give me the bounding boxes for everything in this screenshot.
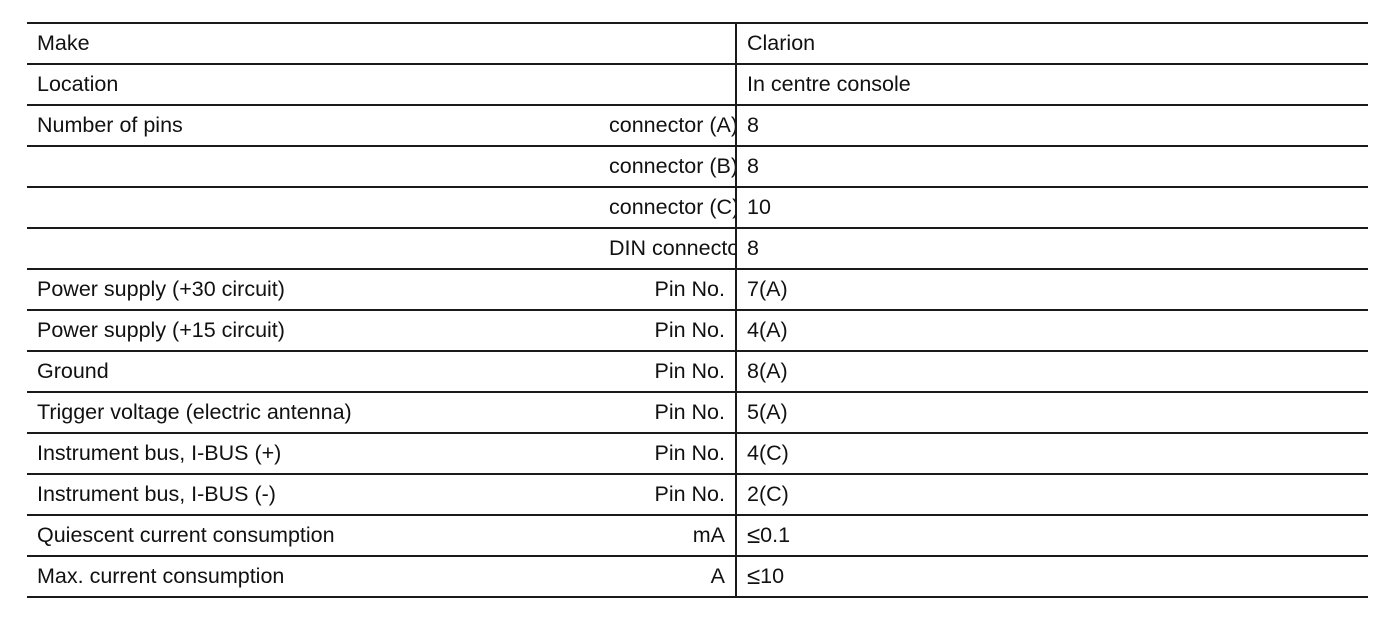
- row-unit: connector (C): [609, 187, 737, 229]
- row-value: 2(C): [736, 474, 1368, 516]
- row-label: [27, 187, 609, 229]
- row-label: Make: [27, 22, 609, 65]
- row-label: Instrument bus, I-BUS (-): [27, 474, 609, 516]
- row-value: 8: [736, 146, 1368, 188]
- row-unit: A: [609, 556, 737, 598]
- row-label: Instrument bus, I-BUS (+): [27, 433, 609, 475]
- row-label: Quiescent current consumption: [27, 515, 609, 557]
- row-label: Number of pins: [27, 105, 609, 147]
- table-row: Make Clarion: [27, 22, 1368, 65]
- table-row: Instrument bus, I-BUS (-) Pin No. 2(C): [27, 474, 1368, 516]
- row-value: 8(A): [736, 351, 1368, 393]
- row-label: Location: [27, 64, 609, 106]
- row-value: 4(A): [736, 310, 1368, 352]
- row-unit: [609, 64, 737, 106]
- row-unit: Pin No.: [609, 351, 737, 393]
- row-unit: Pin No.: [609, 269, 737, 311]
- row-value: 8: [736, 228, 1368, 270]
- row-value: Clarion: [736, 22, 1368, 65]
- table-row: Power supply (+15 circuit) Pin No. 4(A): [27, 310, 1368, 352]
- less-or-equal-symbol: ≤: [747, 562, 761, 590]
- row-unit: DIN connector: [609, 228, 737, 270]
- row-unit: connector (B): [609, 146, 737, 188]
- table-row: DIN connector 8: [27, 228, 1368, 270]
- less-or-equal-symbol: ≤: [747, 521, 761, 549]
- row-value: In centre console: [736, 64, 1368, 106]
- row-value: 4(C): [736, 433, 1368, 475]
- spec-table: Make Clarion Location In centre console …: [27, 22, 1368, 598]
- row-unit: connector (A): [609, 105, 737, 147]
- row-label: Max. current consumption: [27, 556, 609, 598]
- row-unit: [609, 22, 737, 65]
- row-label: [27, 146, 609, 188]
- row-label: [27, 228, 609, 270]
- row-label: Trigger voltage (electric antenna): [27, 392, 609, 434]
- table-row: Trigger voltage (electric antenna) Pin N…: [27, 392, 1368, 434]
- table-row: connector (B) 8: [27, 146, 1368, 188]
- row-value: 5(A): [736, 392, 1368, 434]
- row-value-number: 10: [760, 563, 785, 588]
- row-unit: mA: [609, 515, 737, 557]
- row-value: 8: [736, 105, 1368, 147]
- row-value: 7(A): [736, 269, 1368, 311]
- table-row: connector (C) 10: [27, 187, 1368, 229]
- table-row: Location In centre console: [27, 64, 1368, 106]
- table-row: Power supply (+30 circuit) Pin No. 7(A): [27, 269, 1368, 311]
- table-row: Quiescent current consumption mA ≤0.1: [27, 515, 1368, 557]
- row-unit: Pin No.: [609, 392, 737, 434]
- table-row: Instrument bus, I-BUS (+) Pin No. 4(C): [27, 433, 1368, 475]
- row-label: Power supply (+30 circuit): [27, 269, 609, 311]
- row-label: Power supply (+15 circuit): [27, 310, 609, 352]
- table-row: Number of pins connector (A) 8: [27, 105, 1368, 147]
- row-value: 10: [736, 187, 1368, 229]
- row-label: Ground: [27, 351, 609, 393]
- row-unit: Pin No.: [609, 433, 737, 475]
- row-value-number: 0.1: [760, 522, 791, 547]
- row-unit: Pin No.: [609, 474, 737, 516]
- table-row: Ground Pin No. 8(A): [27, 351, 1368, 393]
- row-value: ≤0.1: [736, 515, 1368, 557]
- row-unit: Pin No.: [609, 310, 737, 352]
- table-row: Max. current consumption A ≤10: [27, 556, 1368, 598]
- row-value: ≤10: [736, 556, 1368, 598]
